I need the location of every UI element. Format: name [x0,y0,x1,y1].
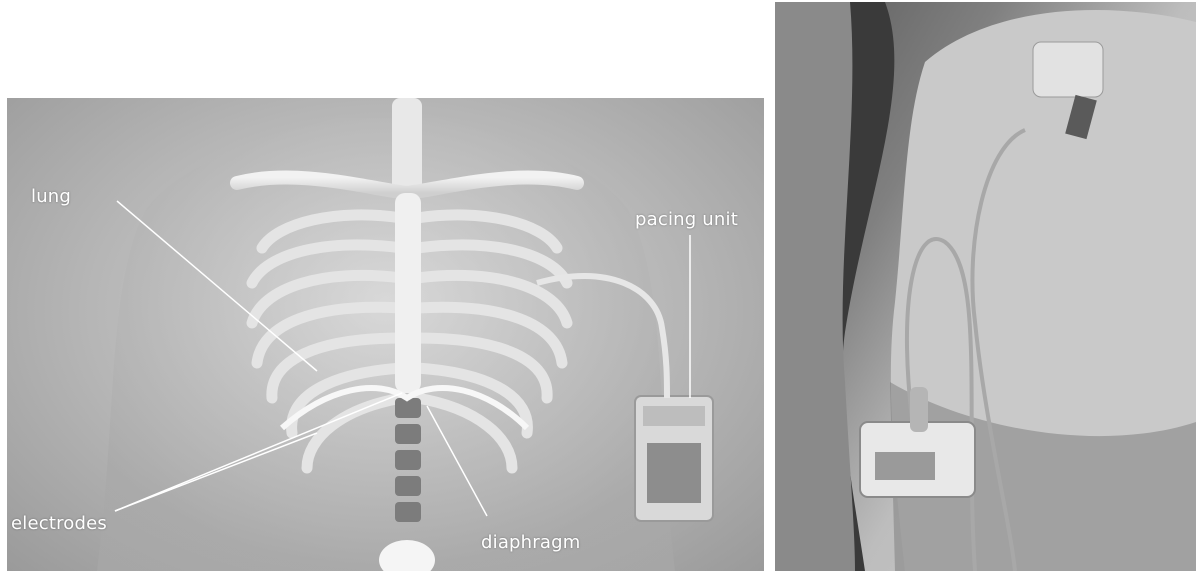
cervical-spine [392,98,422,198]
electrodes-label: electrodes [11,513,107,534]
sternum [395,193,421,393]
pacing-unit-label: pacing unit [635,209,738,230]
patient-arm [775,2,855,571]
anatomy-illustration [7,98,764,571]
skin-connector [1033,42,1103,97]
anatomy-illustration-panel: lung pacing unit electrodes diaphragm [7,98,764,571]
pacing-unit-device [635,396,713,521]
patient-photo-panel [775,2,1196,571]
diaphragm-label: diaphragm [481,532,580,553]
lumbar-spine [395,398,421,522]
lung-label: lung [31,186,71,207]
patient-photo [775,2,1196,571]
